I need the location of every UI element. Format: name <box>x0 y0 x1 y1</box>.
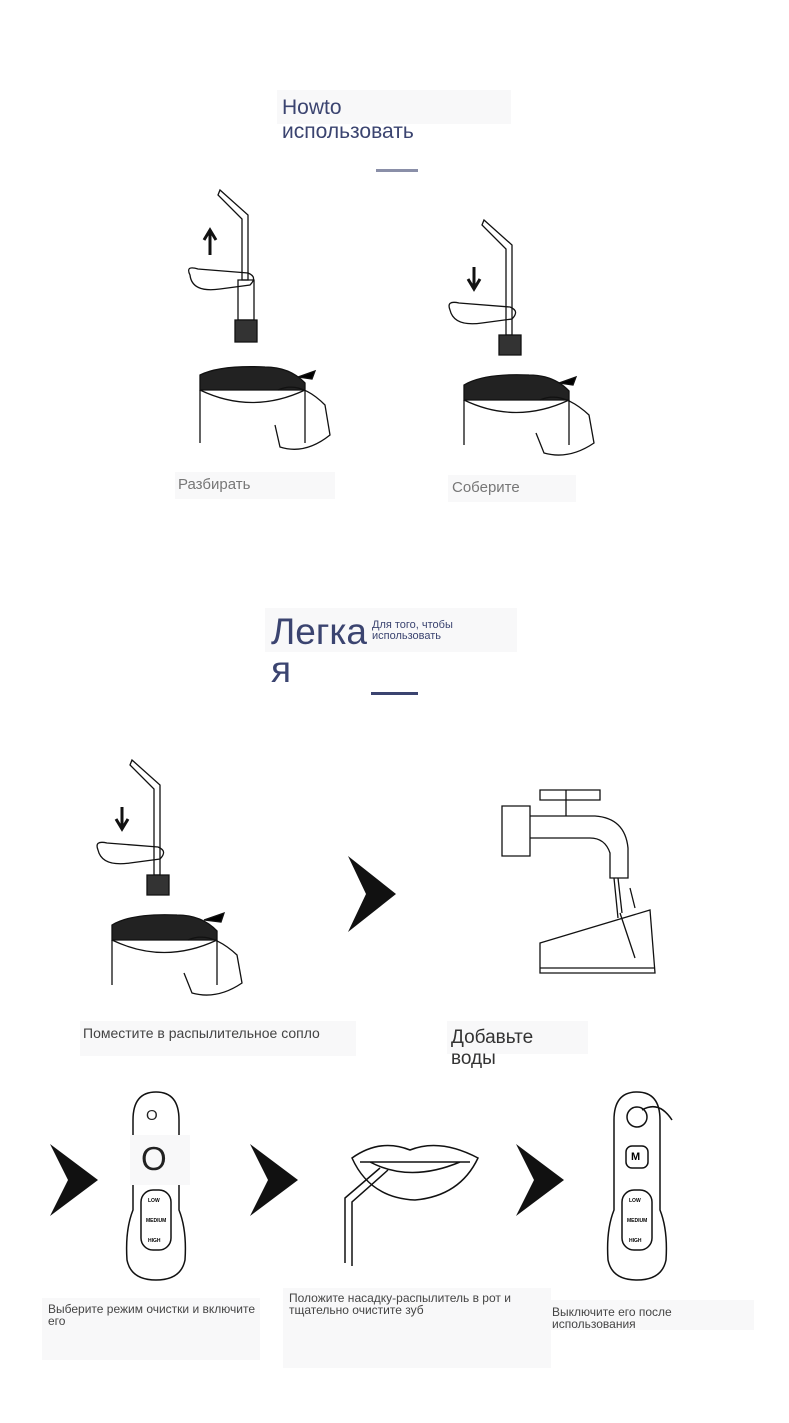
arrow-right-icon <box>50 1144 98 1216</box>
clean-caption: Положите насадку-распылитель в рот и тща… <box>289 1292 529 1316</box>
arrow-right-icon <box>516 1144 564 1216</box>
mouth-illustration <box>340 1138 482 1266</box>
page-title: Howto использовать <box>282 96 414 144</box>
disassemble-illustration <box>180 185 340 460</box>
device-off-illustration <box>604 1090 670 1282</box>
level-medium[interactable]: MEDIUM <box>146 1218 166 1224</box>
mode-caption: Выберите режим очистки и включите его <box>48 1303 258 1327</box>
power-button-small[interactable]: O <box>146 1107 158 1124</box>
level-low[interactable]: LOW <box>629 1198 641 1204</box>
power-button-large[interactable]: O <box>141 1140 167 1178</box>
nozzle-caption: Поместите в распылительное сопло <box>83 1025 353 1041</box>
level-low[interactable]: LOW <box>148 1198 160 1204</box>
title-line-2: использовать <box>282 120 414 144</box>
title-divider <box>376 169 418 172</box>
arrow-right-icon <box>250 1144 298 1216</box>
level-medium[interactable]: MEDIUM <box>627 1218 647 1224</box>
easy-divider <box>371 692 418 695</box>
disassemble-caption: Разбирать <box>178 476 250 493</box>
mode-button[interactable]: M <box>631 1151 640 1163</box>
easy-title: Легка я <box>271 613 383 689</box>
assemble-caption: Соберите <box>452 479 520 496</box>
level-high[interactable]: HIGH <box>148 1238 161 1244</box>
title-line-1: Howto <box>282 96 414 120</box>
water-caption: Добавьте воды <box>451 1027 561 1069</box>
easy-subtitle: Для того, чтобы использовать <box>372 620 482 642</box>
arrow-right-icon <box>348 856 396 932</box>
off-caption: Выключите его после использования <box>552 1306 742 1330</box>
assemble-illustration <box>444 215 604 460</box>
nozzle-illustration <box>92 755 252 1000</box>
water-faucet-illustration <box>500 778 660 993</box>
level-high[interactable]: HIGH <box>629 1238 642 1244</box>
